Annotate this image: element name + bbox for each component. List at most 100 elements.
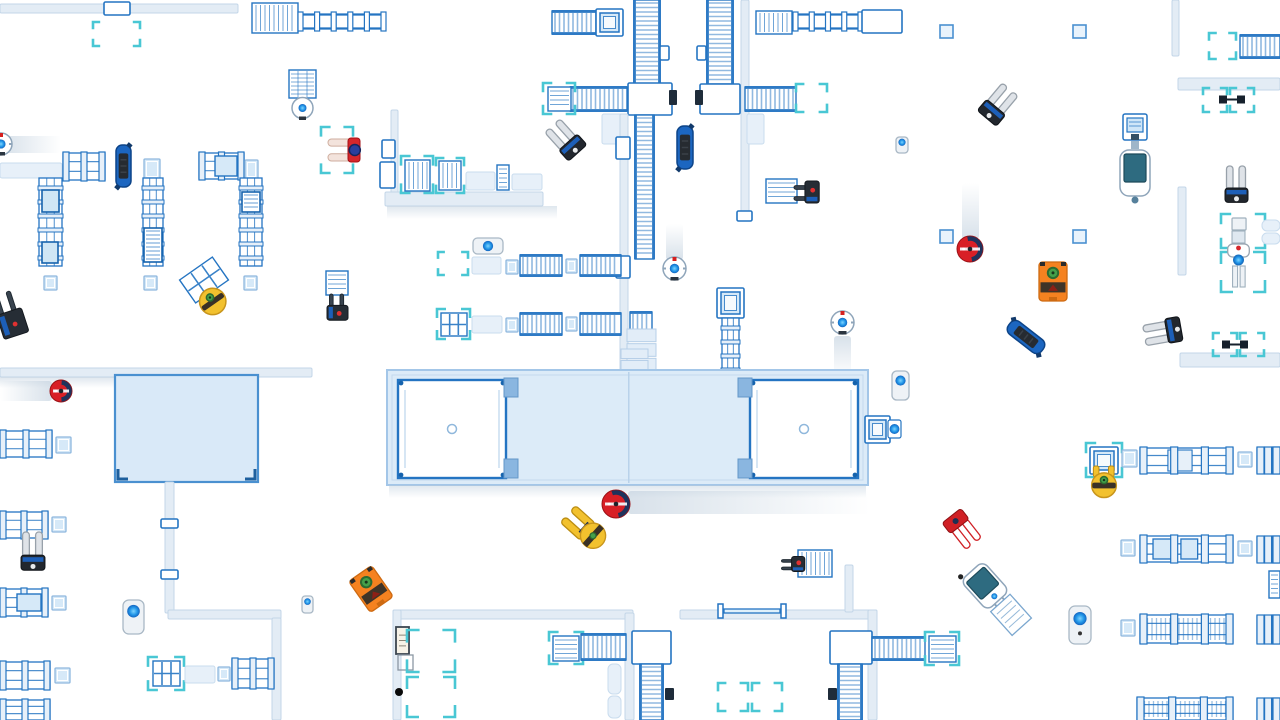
- rack-shelf: [0, 698, 51, 720]
- door-tab: [503, 377, 519, 398]
- rack-shelf: [1139, 613, 1234, 645]
- charging-station[interactable]: [891, 370, 910, 401]
- amr-robot-red[interactable]: [955, 234, 984, 263]
- pallet-jack[interactable]: [942, 508, 983, 551]
- pallet-jack[interactable]: [544, 117, 587, 161]
- motion-trail: [3, 136, 61, 153]
- rack-shelf: [1136, 696, 1234, 720]
- reach-truck[interactable]: [957, 557, 1033, 637]
- side-unit: [887, 419, 902, 439]
- charging-station[interactable]: [895, 136, 909, 154]
- pallet-slot: [505, 317, 519, 333]
- roller-conveyor: [744, 86, 797, 112]
- agv-shuttle[interactable]: [1001, 315, 1051, 360]
- pallet: [552, 635, 580, 662]
- worker-at-station[interactable]: [1227, 217, 1250, 288]
- pallet: [152, 660, 181, 687]
- machine-station: [631, 630, 672, 665]
- amr-robot[interactable]: [0, 132, 13, 156]
- pallet: [496, 164, 510, 191]
- pallet-jack[interactable]: [1142, 316, 1184, 347]
- rack-tower: [141, 177, 165, 267]
- door-tab: [503, 458, 519, 479]
- amr-with-cart[interactable]: [288, 69, 317, 120]
- amr-robot[interactable]: [662, 256, 687, 281]
- waypoint-marker: [939, 229, 954, 244]
- agv-shuttle[interactable]: [675, 123, 695, 173]
- machine-station: [736, 210, 753, 222]
- pallet-slot: [217, 666, 231, 682]
- pallet-slot: [243, 275, 258, 291]
- pallet-slot: [565, 258, 578, 274]
- wall: [1179, 352, 1280, 368]
- pallet: [440, 312, 468, 337]
- storage-slab: [471, 256, 502, 275]
- waypoint-marker: [1072, 229, 1087, 244]
- pallet-slot: [1237, 540, 1253, 557]
- storage-slab: [607, 695, 622, 719]
- rack-shelf: [1139, 534, 1234, 564]
- wall: [624, 612, 635, 720]
- pallet-slot: [55, 436, 72, 454]
- clean-room: [396, 378, 508, 480]
- charging-station[interactable]: [1068, 605, 1092, 645]
- zone-marker-brackets: [716, 681, 750, 713]
- pallet-jack[interactable]: [560, 504, 611, 553]
- agv-shuttle[interactable]: [114, 142, 133, 191]
- zone-marker-brackets: [435, 307, 472, 341]
- forklift[interactable]: [0, 289, 29, 340]
- zone-marker-brackets: [405, 675, 457, 719]
- machine-station: [381, 139, 396, 159]
- storage-slab: [607, 663, 622, 695]
- forklift[interactable]: [781, 556, 806, 572]
- zone-marker-brackets: [547, 630, 585, 666]
- amr-robot-red[interactable]: [49, 379, 73, 403]
- pallet: [438, 160, 462, 191]
- zone-marker-brackets: [1238, 331, 1266, 358]
- charging-station[interactable]: [472, 237, 504, 255]
- wall: [1171, 0, 1180, 57]
- wall: [1177, 186, 1187, 276]
- clean-room: [748, 378, 860, 480]
- zone-marker-brackets: [434, 156, 466, 195]
- charging-station[interactable]: [301, 595, 314, 614]
- storage-slab: [1261, 219, 1280, 232]
- storage-slab: [471, 315, 503, 334]
- forklift[interactable]: [793, 180, 820, 204]
- tugger-train[interactable]: [1119, 113, 1151, 204]
- rack-shelf: [1139, 446, 1234, 475]
- storage-slab: [1261, 232, 1280, 245]
- agv-orange[interactable]: [349, 565, 394, 612]
- pallet: [928, 635, 957, 663]
- lift-robot[interactable]: [1090, 465, 1118, 499]
- wall: [392, 609, 634, 620]
- motion-trail: [962, 183, 979, 239]
- door: [717, 603, 787, 619]
- pallet-jack[interactable]: [20, 531, 46, 571]
- roller-conveyor: [1239, 34, 1280, 59]
- worker[interactable]: [327, 137, 362, 163]
- roller-conveyor: [837, 663, 863, 720]
- machine-station: [829, 630, 873, 665]
- forklift[interactable]: [326, 293, 349, 321]
- rack-shelf: [0, 660, 51, 691]
- amr-robot[interactable]: [830, 310, 855, 335]
- agv-orange[interactable]: [1038, 261, 1068, 302]
- door-tab: [737, 377, 753, 398]
- rack-shelf: [198, 151, 245, 181]
- pallet-jack[interactable]: [1224, 165, 1249, 203]
- storage-slab: [746, 113, 765, 145]
- machine-station: [160, 569, 179, 580]
- amr-robot-red[interactable]: [600, 488, 632, 520]
- sensor-dot: [395, 688, 403, 696]
- lift-robot[interactable]: [194, 283, 231, 320]
- zone-marker-brackets: [399, 154, 435, 195]
- zone-marker-brackets: [91, 20, 142, 48]
- storage-slab: [184, 665, 216, 684]
- pallet-jack[interactable]: [977, 82, 1020, 127]
- zone-marker-brackets: [1084, 441, 1124, 479]
- rack-tower: [720, 317, 741, 376]
- charging-station[interactable]: [122, 599, 145, 635]
